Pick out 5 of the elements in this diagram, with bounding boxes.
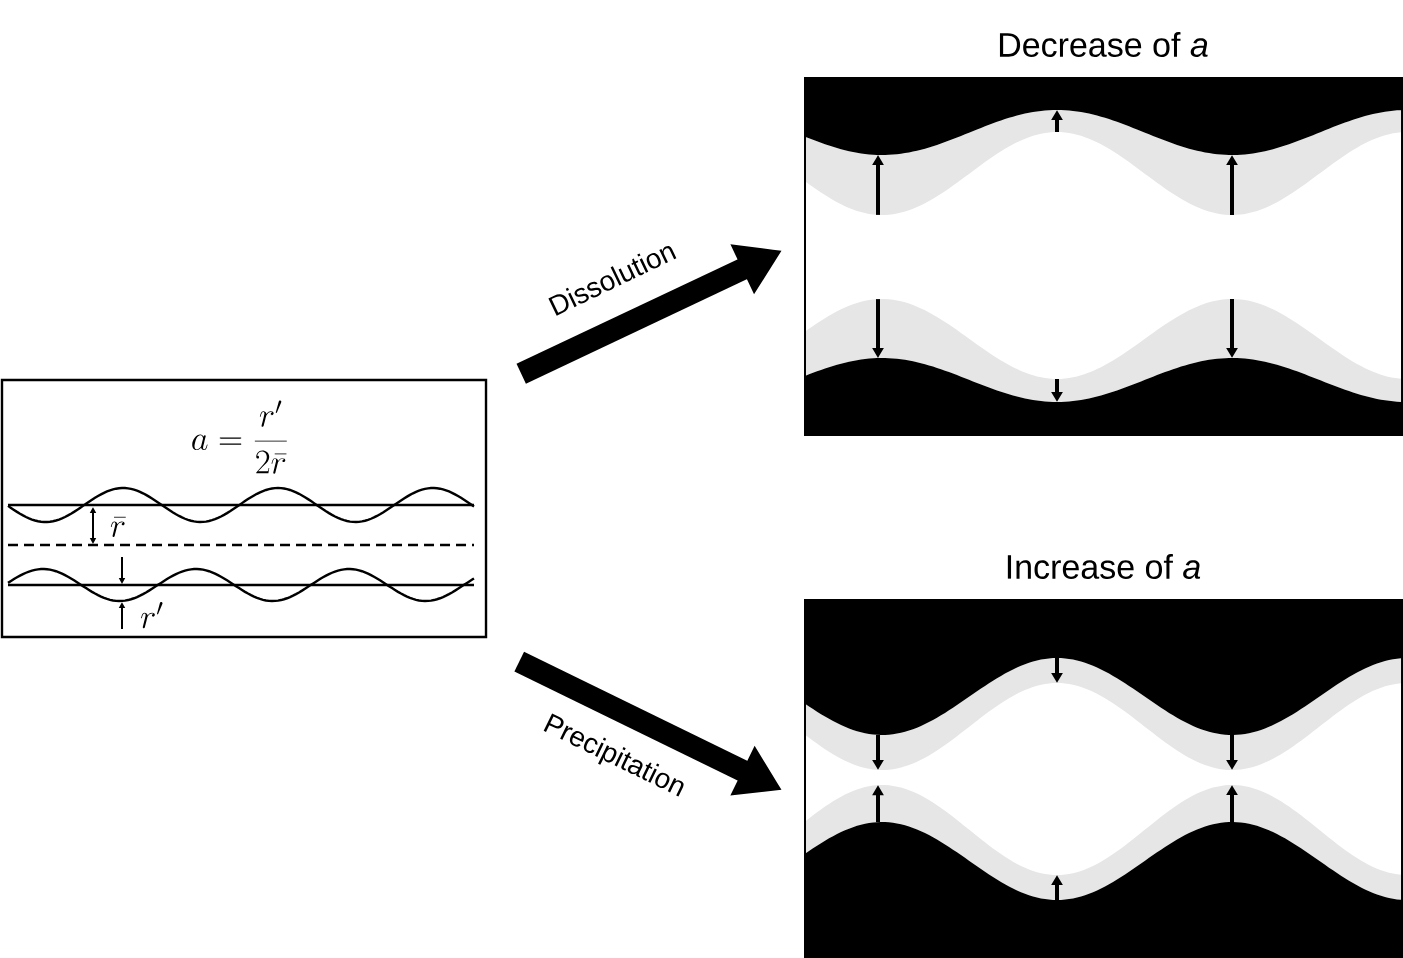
formula: $a = \frac{r'}{2\bar{r}}$ — [192, 400, 287, 474]
radius-label: $\bar{r}$ — [110, 516, 126, 537]
panel-title: Decrease of a — [999, 32, 1208, 57]
panel-title: Increase of a — [1007, 554, 1201, 579]
amplitude-label: $r'$ — [141, 602, 163, 629]
